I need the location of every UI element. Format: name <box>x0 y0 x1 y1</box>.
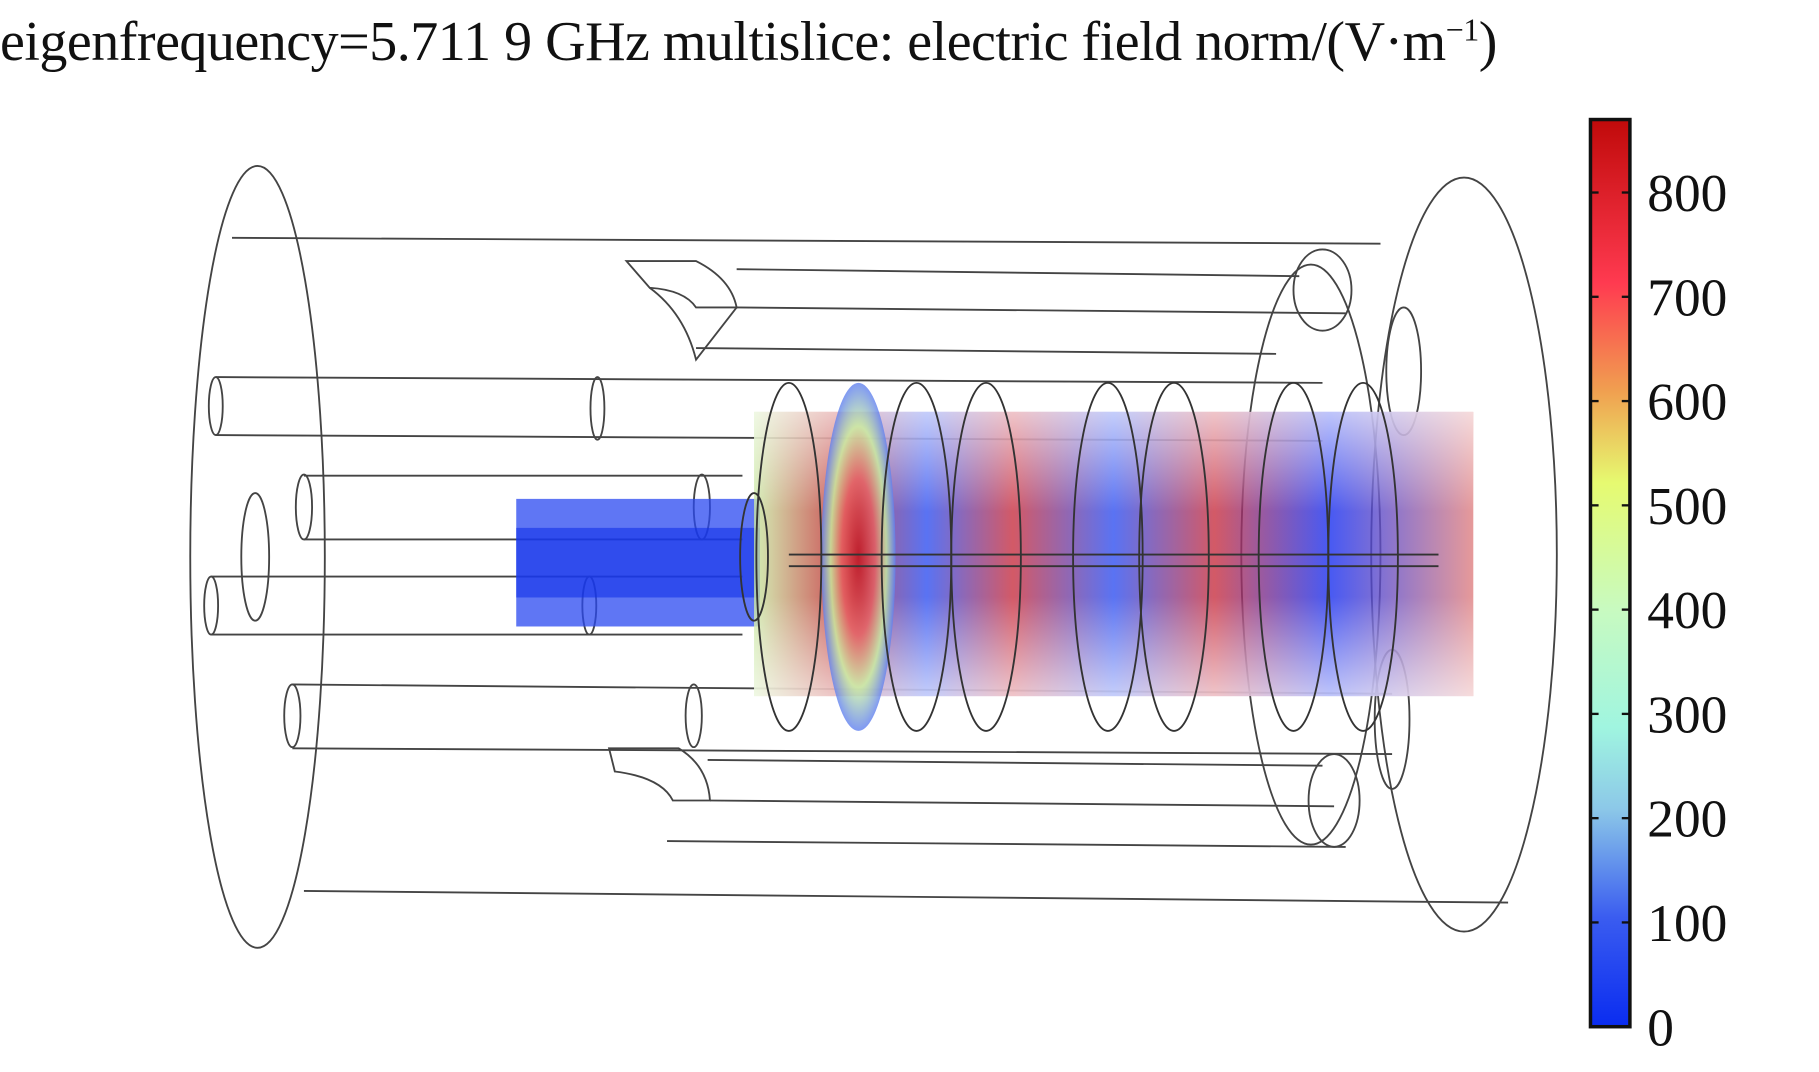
title-close: ) <box>1478 11 1498 73</box>
colorbar-tick-label: 800 <box>1647 163 1727 223</box>
colorbar-tick-label: 0 <box>1647 997 1674 1057</box>
colorbar-tick-label: 400 <box>1647 580 1727 640</box>
plot-title: eigenfrequency=5.711 9 GHz multislice: e… <box>0 10 1819 74</box>
transverse-slice <box>821 382 896 731</box>
field-slices <box>516 382 1474 731</box>
title-text: eigenfrequency=5.711 9 GHz multislice: e… <box>0 11 1446 73</box>
colorbar-tick-label: 700 <box>1647 267 1727 327</box>
colorbar-tick-label: 200 <box>1647 789 1727 849</box>
colorbar-tick-label: 100 <box>1647 893 1727 953</box>
cavity-cells <box>739 381 1439 732</box>
title-superscript: −1 <box>1445 11 1480 48</box>
colorbar-tick-label: 500 <box>1647 476 1727 536</box>
colorbar-tick-label: 300 <box>1647 684 1727 744</box>
colorbar: 0 100 200 300 400 500 600 700 800 <box>1588 117 1727 1057</box>
colorbar-tick-label: 600 <box>1647 372 1727 432</box>
colorbar-gradient <box>1588 117 1632 1029</box>
